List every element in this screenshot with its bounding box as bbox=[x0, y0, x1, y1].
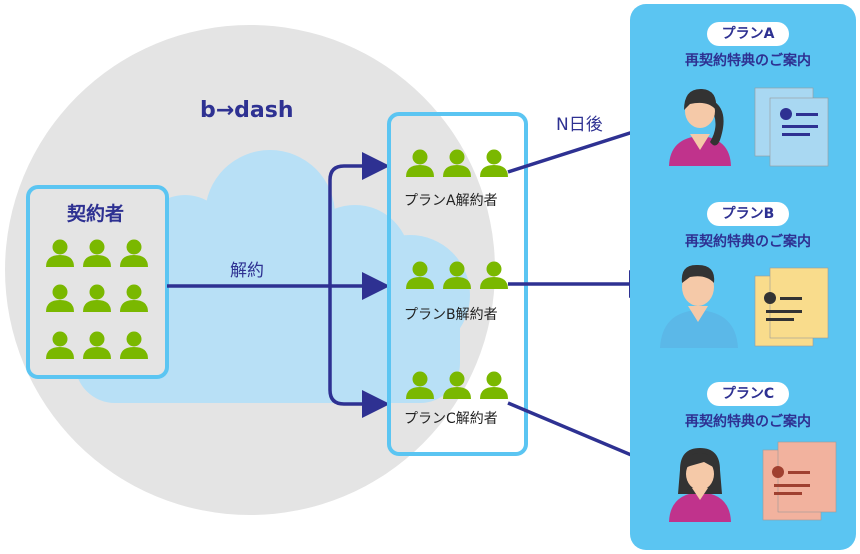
plan-a-people bbox=[406, 149, 508, 177]
branch-arrows bbox=[167, 152, 390, 418]
woman-avatar-a bbox=[669, 88, 731, 166]
plan-c-people bbox=[406, 371, 508, 399]
plan-a-cancelled-label: プランA解約者 bbox=[404, 193, 498, 209]
contractor-people bbox=[46, 239, 148, 359]
document-stack-b bbox=[754, 267, 829, 347]
woman-avatar-c bbox=[669, 448, 731, 522]
plan-b-badge: プランB bbox=[707, 202, 789, 226]
plan-b-people bbox=[406, 261, 508, 289]
cancel-label: 解約 bbox=[230, 261, 264, 281]
plan-a-badge: プランA bbox=[707, 22, 789, 46]
plan-c-badge: プランC bbox=[707, 382, 789, 406]
contractor-box bbox=[26, 185, 169, 379]
plan-b-offer-text: 再契約特典のご案内 bbox=[685, 234, 811, 250]
delay-label: N日後 bbox=[556, 115, 603, 135]
plan-a-offer-text: 再契約特典のご案内 bbox=[685, 53, 811, 69]
man-avatar-b bbox=[660, 264, 738, 348]
document-stack-a bbox=[754, 87, 829, 167]
contractor-label: 契約者 bbox=[67, 203, 125, 225]
plan-c-cancelled-label: プランC解約者 bbox=[404, 411, 498, 427]
plan-b-cancelled-label: プランB解約者 bbox=[404, 307, 498, 323]
plan-c-offer-text: 再契約特典のご案内 bbox=[685, 414, 811, 430]
document-stack-c bbox=[762, 441, 837, 521]
service-name-label: b→dash bbox=[200, 98, 294, 123]
